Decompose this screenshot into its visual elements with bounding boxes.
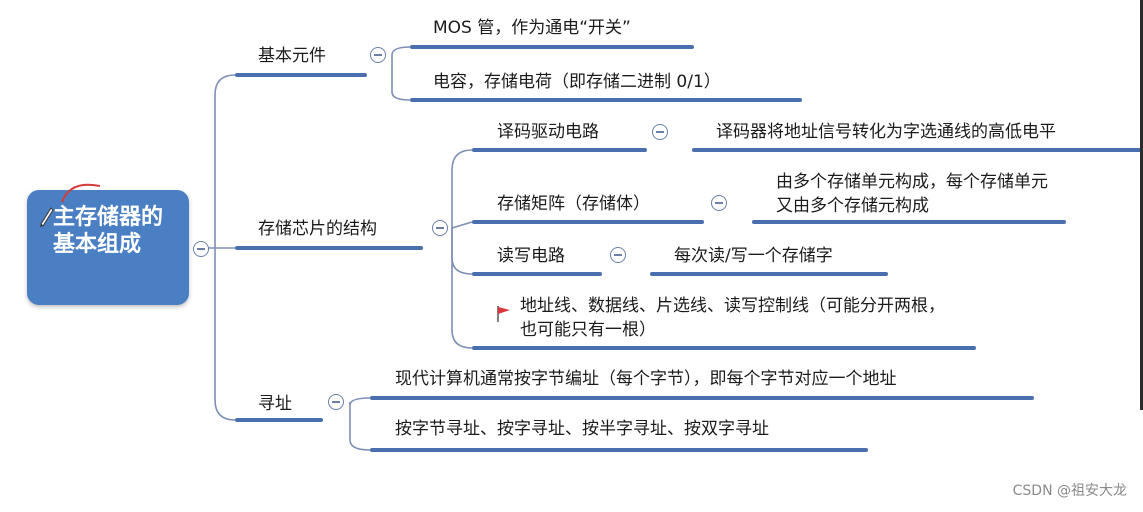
branch-underline bbox=[235, 73, 367, 77]
matrix-node[interactable]: 存储矩阵（存储体） bbox=[497, 194, 650, 214]
node-underline bbox=[370, 396, 1034, 400]
node-underline bbox=[370, 448, 868, 452]
node-underline bbox=[650, 272, 888, 276]
node-underline bbox=[472, 346, 976, 350]
basic-components-collapse-icon[interactable] bbox=[370, 47, 386, 63]
node-underline bbox=[410, 45, 694, 49]
rw-circuit-node[interactable]: 读写电路 bbox=[497, 246, 565, 266]
decoder-detail[interactable]: 译码器将地址信号转化为字选通线的高低电平 bbox=[716, 122, 1056, 142]
root-label: 主存储器的基本组成 bbox=[53, 205, 164, 257]
branch-basic-components[interactable]: 基本元件 bbox=[258, 46, 326, 66]
capacitor-node[interactable]: 电容，存储电荷（即存储二进制 0/1） bbox=[433, 72, 721, 92]
byte-addressing-node[interactable]: 现代计算机通常按字节编址（每个字节），即每个字节对应一个地址 bbox=[395, 369, 897, 389]
matrix-detail[interactable]: 由多个存储单元构成，每个存储单元又由多个存储元构成 bbox=[776, 172, 1048, 216]
branch-underline bbox=[235, 418, 323, 422]
branch-addressing[interactable]: 寻址 bbox=[258, 394, 292, 414]
mos-node[interactable]: MOS 管，作为通电“开关” bbox=[433, 18, 631, 38]
node-underline bbox=[692, 148, 1143, 152]
node-underline bbox=[472, 148, 647, 152]
root-node[interactable]: 主存储器的基本组成 bbox=[27, 190, 189, 305]
node-underline bbox=[472, 220, 704, 224]
node-underline bbox=[410, 98, 802, 102]
rw-collapse-icon[interactable] bbox=[610, 247, 626, 263]
flag-icon bbox=[497, 306, 510, 322]
node-underline bbox=[752, 220, 1066, 224]
decoder-node[interactable]: 译码驱动电路 bbox=[497, 122, 599, 142]
red-annotation-stroke bbox=[61, 183, 101, 203]
addressing-modes-node[interactable]: 按字节寻址、按字寻址、按半字寻址、按双字寻址 bbox=[395, 419, 769, 439]
branch-underline bbox=[235, 246, 423, 250]
pen-icon bbox=[40, 207, 54, 227]
decoder-collapse-icon[interactable] bbox=[652, 124, 668, 140]
node-underline bbox=[472, 272, 602, 276]
rw-detail[interactable]: 每次读/写一个存储字 bbox=[674, 246, 833, 266]
matrix-collapse-icon[interactable] bbox=[711, 195, 727, 211]
watermark: CSDN @祖安大龙 bbox=[1012, 483, 1127, 499]
root-collapse-icon[interactable] bbox=[193, 241, 209, 257]
chip-structure-collapse-icon[interactable] bbox=[432, 220, 448, 236]
addressing-collapse-icon[interactable] bbox=[328, 394, 344, 410]
window-edge bbox=[1140, 0, 1143, 410]
control-lines-note[interactable]: 地址线、数据线、片选线、读写控制线（可能分开两根，也可能只有一根） bbox=[520, 296, 945, 340]
branch-chip-structure[interactable]: 存储芯片的结构 bbox=[258, 219, 377, 239]
